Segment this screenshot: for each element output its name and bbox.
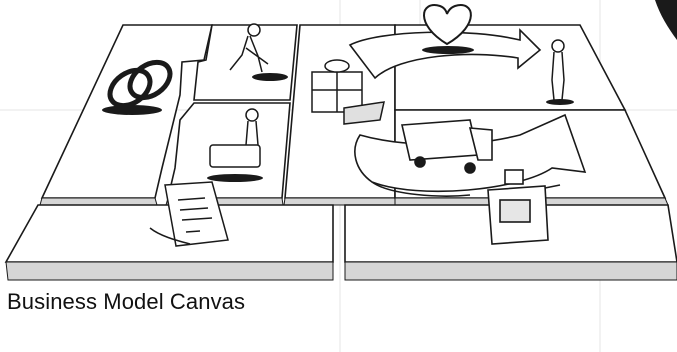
- block-cost-structure: [6, 205, 333, 280]
- block-key-activities: [194, 25, 297, 100]
- partial-dark-shape: [655, 0, 677, 40]
- caption: Business Model Canvas: [7, 289, 245, 315]
